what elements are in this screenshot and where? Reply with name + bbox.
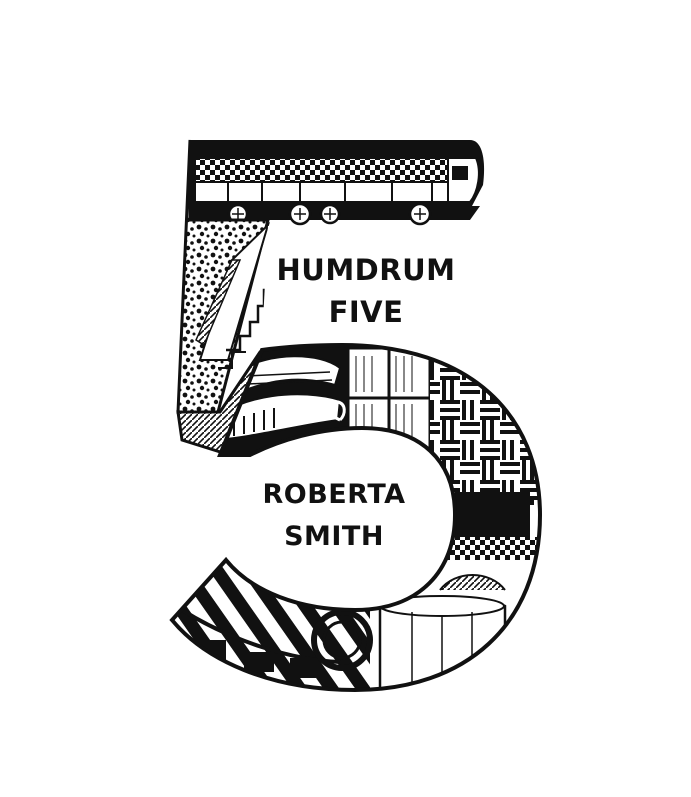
- author-name-line-2: SMITH: [284, 521, 384, 552]
- umbrella-icon: [299, 398, 346, 422]
- book-title-line-1: HUMDRUM: [276, 253, 456, 287]
- train-icon: [190, 140, 485, 226]
- window-icon: [346, 346, 432, 450]
- book-title-line-2: FIVE: [328, 295, 404, 329]
- author-name-line-1: ROBERTA: [262, 479, 406, 510]
- title-counter: [262, 226, 470, 340]
